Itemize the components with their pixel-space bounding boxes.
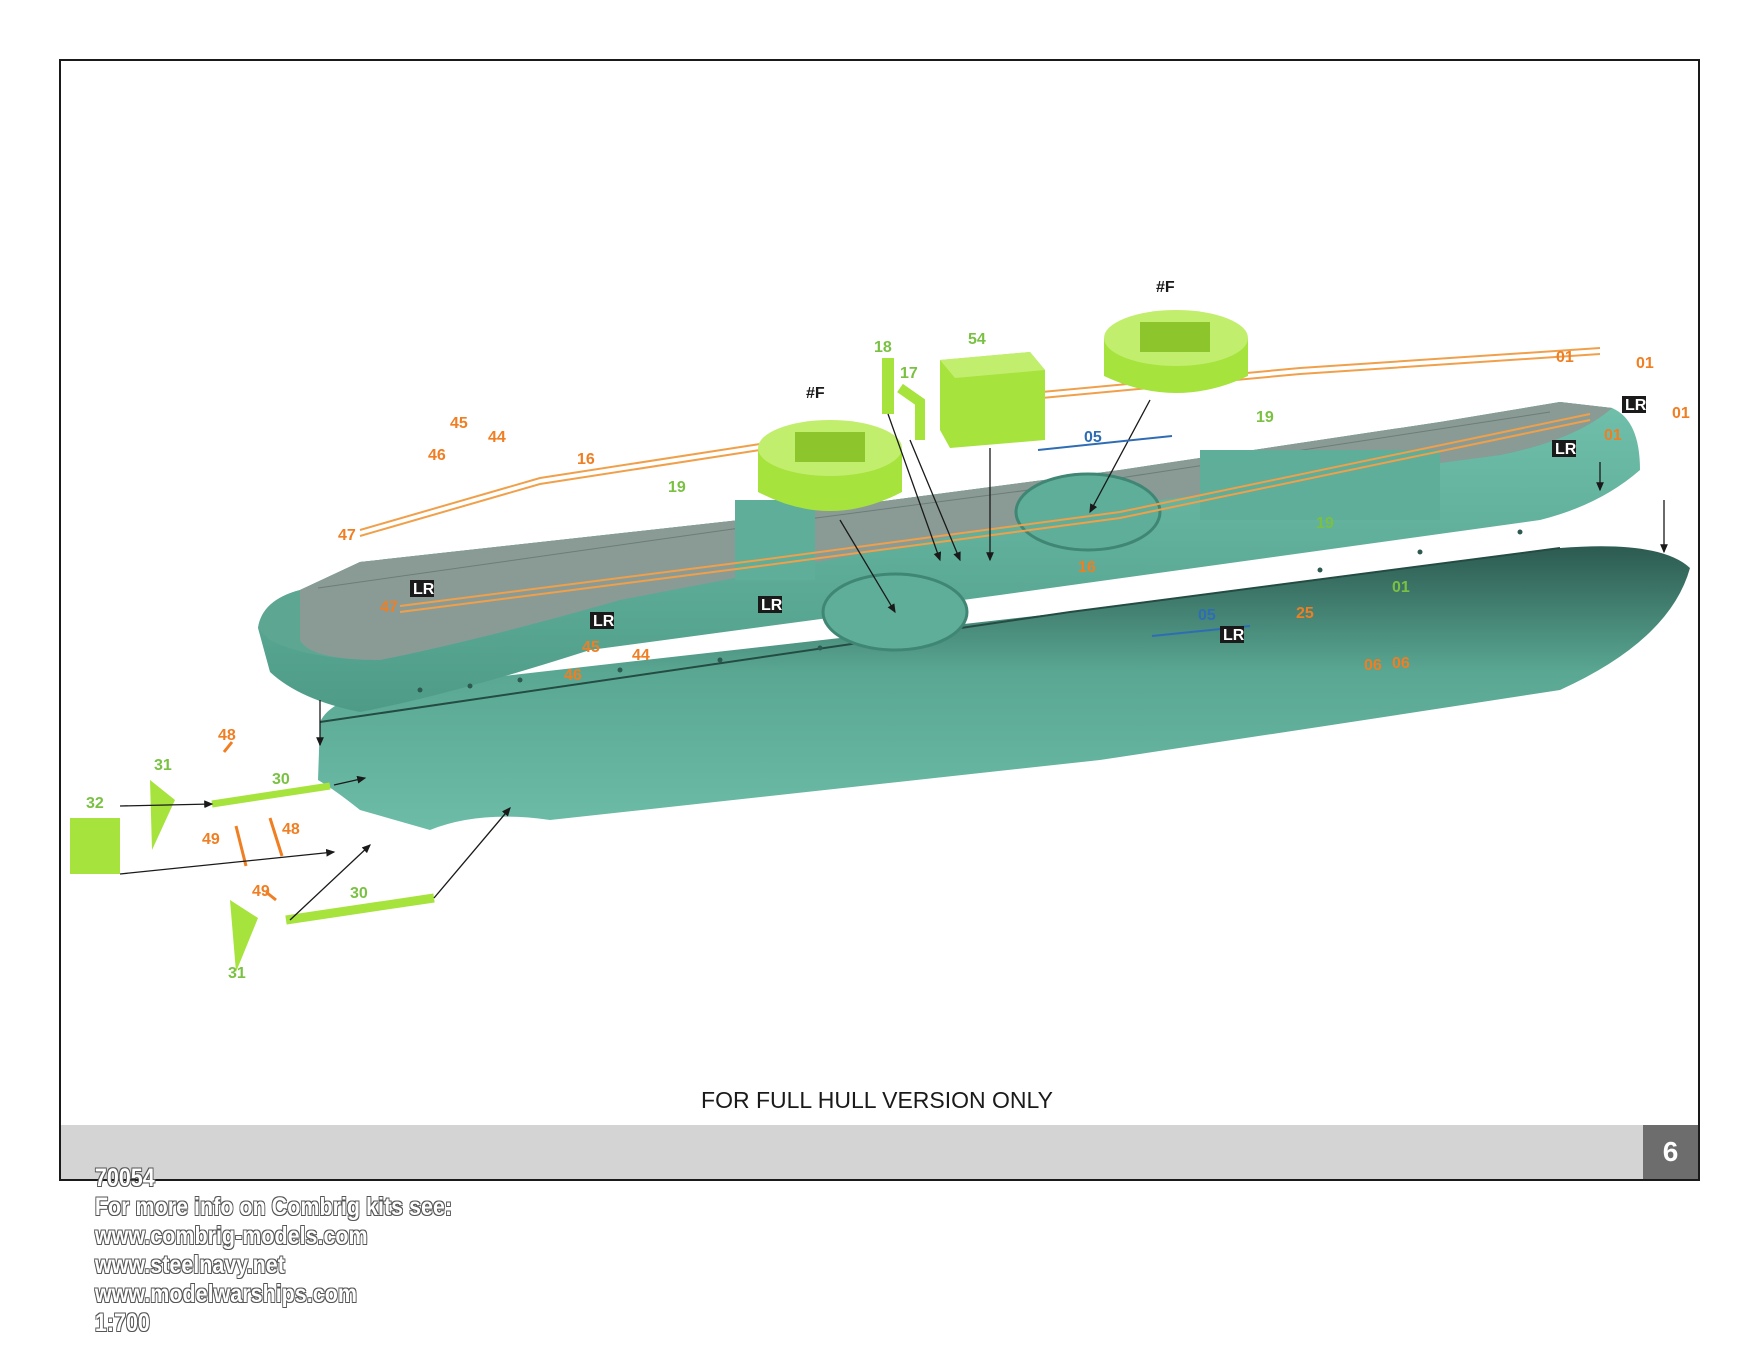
lr-badge: LR: [1552, 440, 1577, 458]
label-47: 47: [380, 599, 398, 616]
shaft-part-30b: [285, 893, 435, 925]
label-49: 49: [252, 883, 270, 900]
aft-turret: [1104, 310, 1248, 393]
full-hull-note: FOR FULL HULL VERSION ONLY: [701, 1087, 1053, 1113]
label-45: 45: [450, 415, 468, 432]
mast-part-18: [882, 358, 894, 414]
label-01: 01: [1672, 405, 1690, 422]
funnel-part-54: [940, 352, 1045, 448]
lr-badge: LR: [410, 580, 435, 598]
label-19: 19: [1316, 515, 1334, 532]
label-16: 16: [577, 451, 595, 468]
label-30: 30: [350, 885, 368, 902]
stern-parts: [70, 741, 435, 972]
label-47: 47: [338, 527, 356, 544]
assembly-arrows: [119, 399, 1668, 921]
lower-hull: [318, 546, 1690, 830]
kit-number: 70054: [94, 1164, 155, 1192]
shaft-part-30: [211, 782, 331, 808]
label-48: 48: [218, 727, 236, 744]
lr-badge: LR: [758, 596, 783, 614]
label-31: 31: [154, 757, 172, 774]
label-48: 48: [282, 821, 300, 838]
label-46: 46: [428, 447, 446, 464]
footer-text: 70054 For more info on Combrig kits see:…: [71, 1135, 471, 1367]
label-19: 19: [1256, 409, 1274, 426]
vent-part-17: [897, 383, 925, 440]
upper-hull: [258, 402, 1640, 712]
label-45: 45: [582, 639, 600, 656]
label-17: 17: [900, 365, 918, 382]
label-54: 54: [968, 331, 986, 348]
lr-badges: LR LR LR LR LR LR: [410, 396, 1647, 644]
label-44: 44: [488, 429, 506, 446]
lr-badge: LR: [1220, 626, 1245, 644]
label-01: 01: [1556, 349, 1574, 366]
label-18: 18: [874, 339, 892, 356]
label-06: 06: [1364, 657, 1382, 674]
svg-text:LR: LR: [1625, 397, 1647, 414]
link-combrig[interactable]: www.combrig-models.com: [94, 1222, 368, 1250]
propeller-part-31b: [230, 900, 258, 972]
svg-text:LR: LR: [1555, 441, 1577, 458]
label-05: 05: [1084, 429, 1102, 446]
svg-text:LR: LR: [593, 613, 615, 630]
label-f: #F: [806, 385, 825, 402]
link-modelwarships[interactable]: www.modelwarships.com: [94, 1280, 357, 1308]
svg-text:LR: LR: [761, 597, 783, 614]
fwd-turret: [758, 420, 902, 511]
footer-bar: 70054 For more info on Combrig kits see:…: [61, 1125, 1643, 1337]
svg-text:LR: LR: [1223, 627, 1245, 644]
label-01: 01: [1636, 355, 1654, 372]
label-01: 01: [1604, 427, 1622, 444]
aft-superstructure: [1200, 450, 1440, 520]
rudder-part-32: [70, 818, 120, 874]
label-25: 25: [1296, 605, 1314, 622]
lr-badge: LR: [590, 612, 615, 630]
svg-text:LR: LR: [413, 581, 435, 598]
label-46: 46: [564, 667, 582, 684]
assembly-diagram: 01 01 01 01 01 05 05 06 06 16 16 17 18 1…: [70, 279, 1690, 982]
label-31: 31: [228, 965, 246, 982]
part-labels: 01 01 01 01 01 05 05 06 06 16 16 17 18 1…: [86, 279, 1690, 982]
label-06: 06: [1392, 655, 1410, 672]
label-16: 16: [1078, 559, 1096, 576]
page-number: 6: [1643, 1125, 1698, 1179]
label-44: 44: [632, 647, 650, 664]
label-32: 32: [86, 795, 104, 812]
railings: [359, 347, 1601, 613]
propeller-part-31: [150, 780, 175, 850]
label-01: 01: [1392, 579, 1410, 596]
label-05: 05: [1198, 607, 1216, 624]
label-49: 49: [202, 831, 220, 848]
label-30: 30: [272, 771, 290, 788]
label-f: #F: [1156, 279, 1175, 296]
link-steelnavy[interactable]: www.steelnavy.net: [94, 1251, 285, 1279]
scale-text: 1:700: [94, 1309, 150, 1337]
info-text: For more info on Combrig kits see:: [94, 1193, 453, 1221]
lr-badge: LR: [1622, 396, 1647, 414]
decal-05-top: [1037, 435, 1173, 451]
label-19: 19: [668, 479, 686, 496]
